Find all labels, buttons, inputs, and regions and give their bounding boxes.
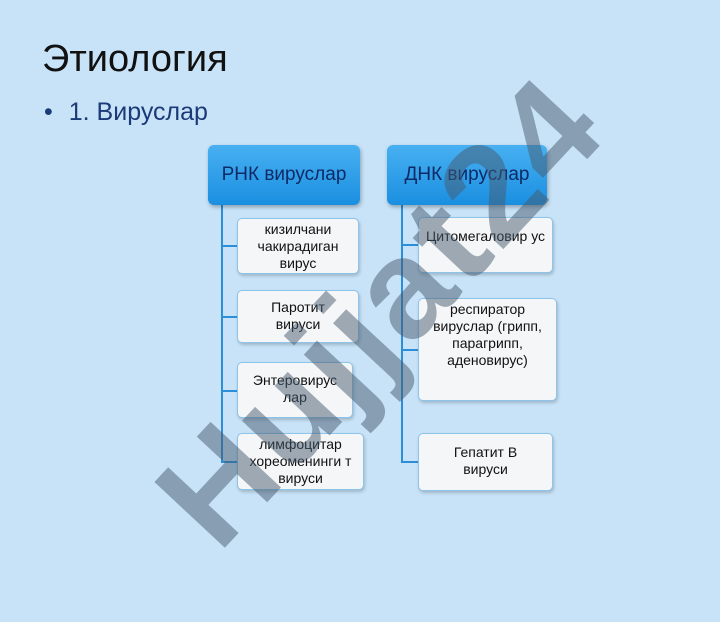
dna-viruses-header: ДНК вируслар [387,145,547,205]
rna-item: лимфоцитар хореоменинги т вируси [237,433,364,490]
watermark: Hujjat24 [125,46,634,576]
dna-item: Цитомегаловир ус [418,217,553,273]
connector [401,349,418,351]
rna-item: Энтеровирус лар [237,362,353,418]
slide-title: Этиология [42,38,228,80]
dna-item: Гепатит В вируси [418,433,553,491]
connector [401,461,418,463]
rna-item: Паротит вируси [237,290,359,343]
bullet-item: • 1. Вируслар [44,98,208,127]
bullet-text: 1. Вируслар [68,98,208,126]
dna-item: респиратор вируслар (грипп, парагрипп, а… [418,298,557,401]
rna-connector [221,205,223,463]
rna-item: кизилчани чакирадиган вирус [237,218,359,274]
connector [221,461,237,463]
connector [221,316,237,318]
dna-connector [401,205,403,463]
connector [401,244,418,246]
connector [221,245,237,247]
bullet-marker: • [44,98,53,126]
rna-viruses-header: РНК вируслар [208,145,360,205]
connector [221,390,237,392]
